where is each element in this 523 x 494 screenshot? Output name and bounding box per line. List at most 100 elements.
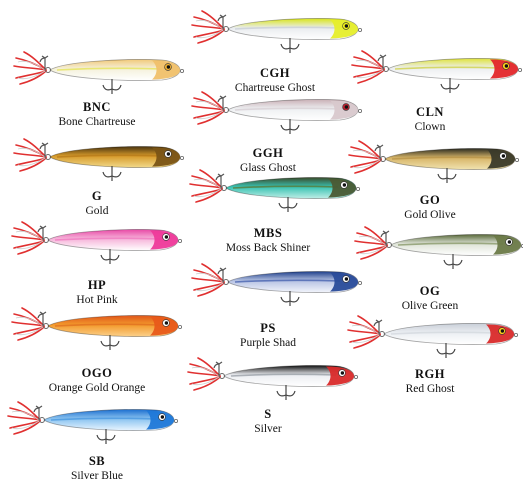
lure-caption-go: GO Gold Olive — [345, 193, 515, 223]
treble-hook — [100, 335, 120, 350]
treble-hook — [440, 78, 460, 93]
rear-hook — [373, 319, 383, 334]
lure-name: Glass Ghost — [240, 162, 296, 174]
lure-name: Orange Gold Orange — [48, 382, 146, 394]
rear-hook — [39, 142, 49, 157]
lure-image-ps — [190, 256, 365, 316]
rear-hook — [217, 95, 227, 110]
feather-tail — [189, 169, 223, 203]
lure-name: Gold Olive — [404, 209, 456, 221]
lure-code: BNC — [83, 100, 111, 114]
lure-svg — [13, 51, 184, 94]
lure-svg — [347, 315, 518, 358]
lure-image-g — [12, 131, 187, 191]
lure-image-hp — [10, 214, 185, 274]
lure-caption-cgh: CGH Chartreuse Ghost — [190, 66, 360, 96]
lure-code: SB — [88, 454, 106, 468]
lure-caption-rgh: RGH Red Ghost — [345, 367, 515, 397]
feather-tail — [351, 50, 385, 84]
lure-caption-cln: CLN Clown — [345, 105, 515, 135]
rear-hook — [217, 267, 227, 282]
feather-tail — [191, 91, 225, 125]
lure-svg — [191, 91, 362, 134]
treble-hook — [276, 385, 296, 400]
rear-hook — [37, 311, 47, 326]
lure-svg — [191, 10, 362, 53]
lure-name: Silver Blue — [70, 470, 124, 482]
lure-name: Bone Chartreuse — [58, 116, 136, 128]
lure-caption-sb: SB Silver Blue — [12, 454, 182, 484]
lure-name: Hot Pink — [76, 294, 118, 306]
lure-caption-og: OG Olive Green — [345, 284, 515, 314]
lure-image-go — [347, 133, 522, 193]
lure-caption-s: S Silver — [183, 407, 353, 437]
lure-code: CGH — [260, 66, 290, 80]
lure-code: CLN — [416, 105, 444, 119]
lure-image-cln — [350, 43, 523, 103]
lure-code: RGH — [415, 367, 445, 381]
lure-code: OGO — [81, 366, 113, 380]
lure-svg — [348, 140, 519, 183]
lure-image-bnc — [12, 44, 187, 104]
lure-image-cgh — [190, 3, 365, 63]
lure-svg — [187, 357, 358, 400]
lure-image-og — [353, 219, 523, 279]
rear-hook — [215, 173, 225, 188]
lure-image-sb — [6, 394, 181, 454]
lure-svg — [11, 307, 182, 350]
lure-svg — [189, 169, 360, 212]
lure-code: GO — [419, 193, 441, 207]
rear-hook — [39, 55, 49, 70]
treble-hook — [102, 79, 122, 94]
lure-image-rgh — [346, 308, 521, 368]
rear-hook — [213, 361, 223, 376]
feather-tail — [347, 315, 381, 349]
lure-svg — [351, 50, 522, 93]
rear-hook — [380, 230, 390, 245]
feather-tail — [354, 226, 388, 260]
feather-tail — [13, 138, 47, 172]
lure-name: Silver — [254, 423, 282, 435]
lure-name: Moss Back Shiner — [225, 242, 311, 254]
lure-code: PS — [260, 321, 276, 335]
lure-svg — [13, 138, 184, 181]
treble-hook — [96, 429, 116, 444]
lure-image-ggh — [190, 84, 365, 144]
lure-name: Chartreuse Ghost — [234, 82, 316, 94]
feather-tail — [11, 221, 45, 255]
lure-code: OG — [419, 284, 441, 298]
lure-svg — [354, 226, 523, 269]
rear-hook — [374, 144, 384, 159]
treble-hook — [280, 291, 300, 306]
feather-tail — [7, 401, 41, 435]
rear-hook — [33, 405, 43, 420]
lure-code: G — [91, 189, 103, 203]
treble-hook — [100, 249, 120, 264]
feather-tail — [191, 263, 225, 297]
feather-tail — [13, 51, 47, 85]
treble-hook — [437, 168, 457, 183]
treble-hook — [278, 197, 298, 212]
lure-name: Gold — [85, 205, 109, 217]
lure-caption-bnc: BNC Bone Chartreuse — [12, 100, 182, 130]
lure-name: Clown — [414, 121, 446, 133]
lure-caption-ggh: GGH Glass Ghost — [183, 146, 353, 176]
lure-image-ogo — [10, 300, 185, 360]
lure-caption-ps: PS Purple Shad — [183, 321, 353, 351]
lure-code: GGH — [252, 146, 284, 160]
rear-hook — [217, 14, 227, 29]
treble-hook — [436, 343, 456, 358]
lure-name: Red Ghost — [405, 383, 455, 395]
lure-caption-hp: HP Hot Pink — [12, 278, 182, 308]
lure-name: Olive Green — [401, 300, 459, 312]
lure-name: Purple Shad — [240, 337, 296, 349]
lure-svg — [7, 401, 178, 444]
feather-tail — [11, 307, 45, 341]
lure-image-s — [186, 350, 361, 410]
treble-hook — [443, 254, 463, 269]
lure-svg — [191, 263, 362, 306]
treble-hook — [280, 119, 300, 134]
lure-caption-ogo: OGO Orange Gold Orange — [12, 366, 182, 396]
lure-caption-g: G Gold — [12, 189, 182, 219]
feather-tail — [187, 357, 221, 391]
